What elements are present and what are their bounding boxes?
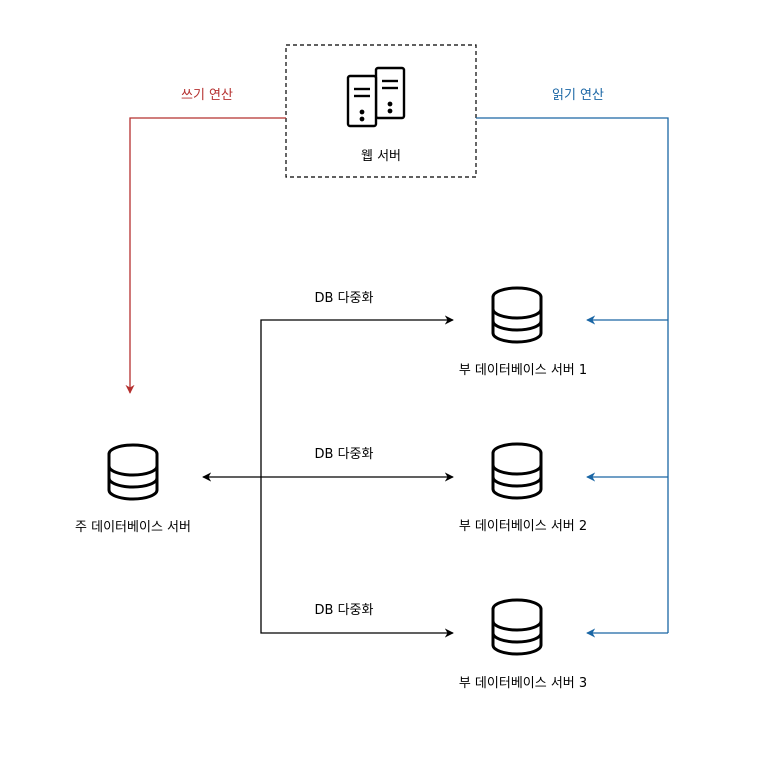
read-edge-trunk <box>476 117 669 633</box>
server-tower-icon <box>346 66 406 128</box>
write-edge <box>125 117 286 394</box>
replica-db-node-2[interactable]: 부 데이터베이스 서버 2 <box>459 442 587 534</box>
database-icon <box>491 442 543 500</box>
database-icon <box>491 286 543 344</box>
primary-db-label: 주 데이터베이스 서버 <box>75 520 191 535</box>
write-edge-label: 쓰기 연산 <box>181 88 233 103</box>
primary-db-node[interactable]: 주 데이터베이스 서버 <box>75 443 191 535</box>
web-server-node[interactable]: 웹 서버 <box>285 44 477 178</box>
replica-db-label: 부 데이터베이스 서버 1 <box>459 363 587 378</box>
replica-db-node-3[interactable]: 부 데이터베이스 서버 3 <box>459 598 587 691</box>
replication-edge-3 <box>260 477 454 638</box>
replication-label-2: DB 다중화 <box>315 447 374 462</box>
replica-db-label: 부 데이터베이스 서버 3 <box>459 676 587 691</box>
database-icon <box>107 443 159 501</box>
replication-label-1: DB 다중화 <box>315 291 374 306</box>
read-edge-label: 읽기 연산 <box>552 88 604 103</box>
replica-db-node-1[interactable]: 부 데이터베이스 서버 1 <box>459 286 587 378</box>
replication-label-3: DB 다중화 <box>315 603 374 618</box>
web-server-label: 웹 서버 <box>361 149 401 164</box>
database-icon <box>491 598 543 656</box>
replication-edge-1 <box>260 315 454 477</box>
replica-db-label: 부 데이터베이스 서버 2 <box>459 519 587 534</box>
